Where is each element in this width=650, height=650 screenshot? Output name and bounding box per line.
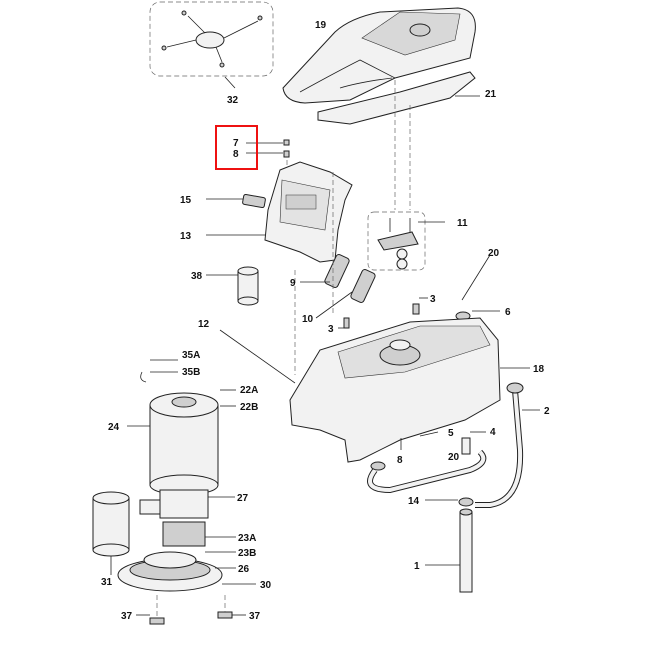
callout-8: 8 — [233, 149, 239, 160]
callout-11: 11 — [457, 218, 468, 229]
part-12-rod — [219, 329, 296, 384]
part-13-front-cover — [206, 161, 353, 263]
part-19-lid — [282, 7, 476, 104]
callout-24: 24 — [108, 422, 120, 433]
part-27-base — [139, 489, 235, 519]
callout-20: 20 — [448, 452, 460, 463]
part-35-clip — [140, 359, 178, 383]
highlight-box — [215, 125, 258, 170]
callout-10: 10 — [302, 314, 314, 325]
callout-22a: 22A — [240, 385, 258, 396]
callout-3: 3 — [328, 324, 334, 335]
callout-30: 30 — [260, 580, 272, 591]
callout-21: 21 — [485, 89, 497, 100]
part-9-filter — [300, 254, 350, 288]
callout-12: 12 — [198, 319, 210, 330]
part-31-filter — [92, 491, 130, 575]
callout-19: 19 — [315, 20, 327, 31]
part-26-30-base-plate — [117, 551, 256, 592]
part-15-badge — [206, 193, 266, 209]
part-24-motor — [127, 389, 236, 496]
callout-35a: 35A — [182, 350, 200, 361]
callout-26: 26 — [238, 564, 250, 575]
part-1-pipe — [425, 508, 473, 593]
callout-8: 8 — [397, 455, 403, 466]
part-21-gasket — [317, 71, 480, 125]
callout-13: 13 — [180, 231, 192, 242]
callout-27: 27 — [237, 493, 249, 504]
callout-1: 1 — [414, 561, 420, 572]
part-7-8-screws — [246, 139, 290, 175]
part-14-clamp — [425, 497, 474, 507]
callout-23a: 23A — [238, 533, 256, 544]
part-23-mount — [162, 521, 236, 553]
callout-3: 3 — [430, 294, 436, 305]
callout-2: 2 — [544, 406, 550, 417]
callout-4: 4 — [490, 427, 496, 438]
part-37-feet — [136, 595, 246, 625]
part-20-hose — [367, 449, 487, 494]
part-18-tank — [289, 317, 530, 463]
callout-6: 6 — [505, 307, 511, 318]
callout-9: 9 — [290, 278, 296, 289]
part-2-hose — [475, 382, 540, 508]
callout-14: 14 — [408, 496, 420, 507]
part-4-pin — [461, 431, 486, 455]
callout-18: 18 — [533, 364, 545, 375]
callout-38: 38 — [191, 271, 203, 282]
callout-22b: 22B — [240, 402, 258, 413]
callout-31: 31 — [101, 577, 113, 588]
callout-15: 15 — [180, 195, 192, 206]
callout-37: 37 — [121, 611, 133, 622]
part-5-screw — [419, 431, 439, 437]
part-38-cylinder — [206, 266, 259, 306]
callout-20: 20 — [488, 248, 500, 259]
part-11-bracket — [367, 211, 445, 271]
callout-35b: 35B — [182, 367, 200, 378]
part-3-screws — [338, 297, 428, 329]
callout-23b: 23B — [238, 548, 256, 559]
callout-32: 32 — [227, 95, 239, 106]
part-32-hardware-kit — [149, 1, 274, 89]
callout-37: 37 — [249, 611, 261, 622]
callout-5: 5 — [448, 428, 454, 439]
part-10-filter — [315, 269, 376, 319]
callout-7: 7 — [233, 138, 239, 149]
